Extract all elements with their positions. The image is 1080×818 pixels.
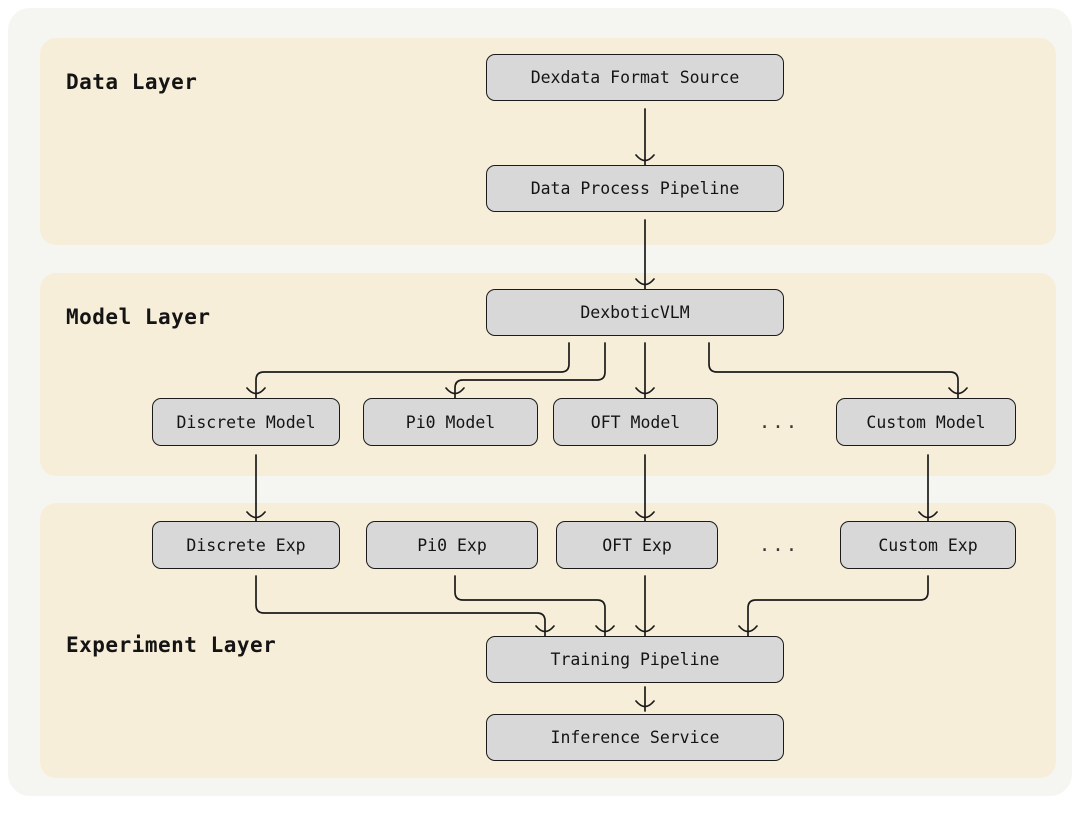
node-dexdata-format-source[interactable]: Dexdata Format Source: [486, 54, 784, 101]
model-row-ellipsis: ...: [758, 411, 800, 433]
node-inference-service[interactable]: Inference Service: [486, 714, 784, 761]
node-discrete-model[interactable]: Discrete Model: [152, 398, 340, 446]
node-oft-exp[interactable]: OFT Exp: [556, 521, 718, 569]
connector-layer: [246, 108, 968, 712]
diagram-canvas: Data Layer Model Layer Experiment Layer: [8, 8, 1072, 796]
node-dexbotic-vlm[interactable]: DexboticVLM: [486, 289, 784, 336]
node-data-process-pipeline[interactable]: Data Process Pipeline: [486, 165, 784, 212]
node-pi0-exp[interactable]: Pi0 Exp: [366, 521, 538, 569]
layer-title-model: Model Layer: [66, 305, 211, 329]
node-training-pipeline[interactable]: Training Pipeline: [486, 636, 784, 683]
node-discrete-exp[interactable]: Discrete Exp: [152, 521, 340, 569]
layer-title-experiment: Experiment Layer: [66, 633, 277, 657]
node-custom-model[interactable]: Custom Model: [836, 398, 1016, 446]
layer-title-data: Data Layer: [66, 70, 198, 94]
node-oft-model[interactable]: OFT Model: [553, 398, 718, 446]
node-custom-exp[interactable]: Custom Exp: [840, 521, 1016, 569]
exp-row-ellipsis: ...: [758, 534, 800, 556]
node-pi0-model[interactable]: Pi0 Model: [363, 398, 538, 446]
